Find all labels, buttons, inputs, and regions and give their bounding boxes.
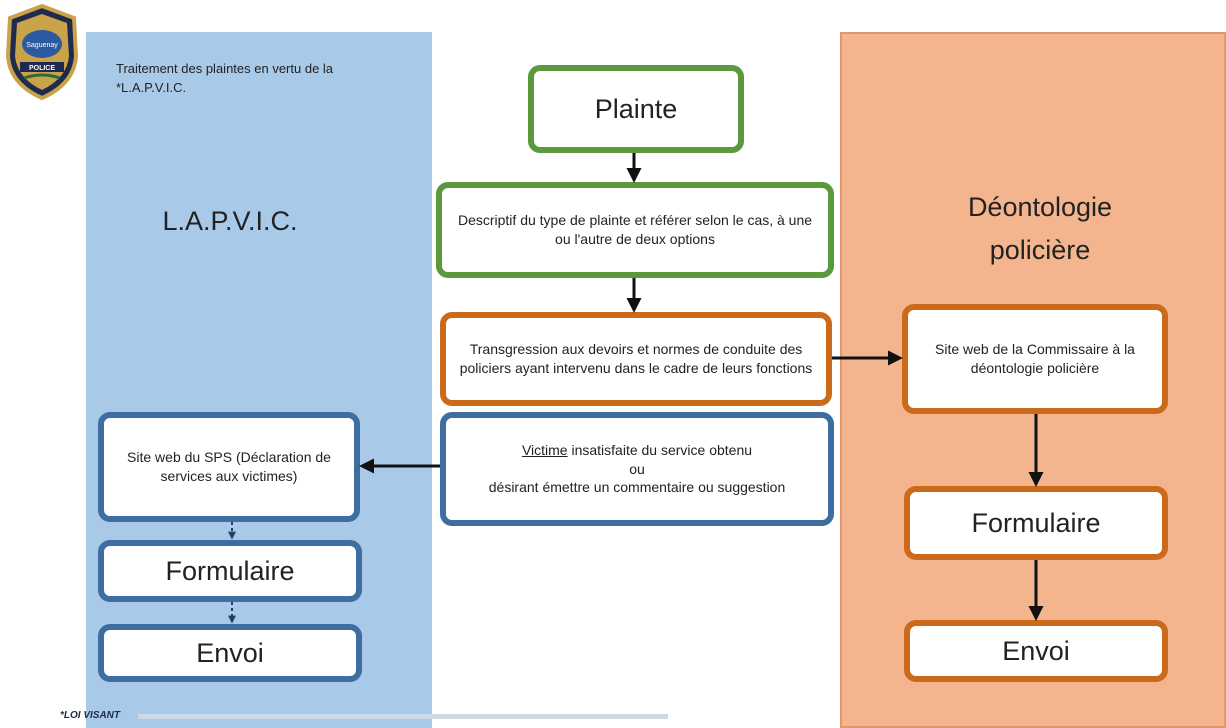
badge-city: Saguenay [26, 42, 58, 49]
lapvic-form-box: Formulaire [98, 540, 362, 602]
police-badge-logo: Saguenay POLICE [5, 4, 79, 100]
footnote: *LOI VISANT [60, 710, 121, 721]
lapvic-title: L.A.P.V.I.C. [162, 206, 298, 236]
sps-website-box: Site web du SPS (Déclaration de services… [98, 412, 360, 522]
commissioner-website-box: Site web de la Commissaire à la déontolo… [902, 304, 1168, 414]
deontology-send-box: Envoi [904, 620, 1168, 682]
lapvic-panel [86, 32, 432, 728]
victim-box: Victime insatisfaite du service obtenu o… [440, 412, 834, 526]
description-box: Descriptif du type de plainte et référer… [436, 182, 834, 278]
deontology-title: Déontologie policière [967, 192, 1113, 266]
lapvic-caption: Traitement des plaintes en vertu de la *… [116, 61, 334, 95]
transgression-box: Transgression aux devoirs et normes de c… [440, 312, 832, 406]
victim-line-1: Victime insatisfaite du service obtenu [522, 441, 752, 460]
victim-line-3: désirant émettre un commentaire ou sugge… [488, 479, 786, 496]
footnote-faded-text [138, 714, 668, 719]
badge-police: POLICE [29, 65, 55, 72]
complaint-box: Plainte [528, 65, 744, 153]
lapvic-send-box: Envoi [98, 624, 362, 682]
deontology-form-box: Formulaire [904, 486, 1168, 560]
victim-line-1-rest: insatisfaite du service obtenu [567, 441, 753, 458]
victim-or: ou [629, 460, 645, 477]
victim-keyword: Victime [521, 441, 568, 458]
